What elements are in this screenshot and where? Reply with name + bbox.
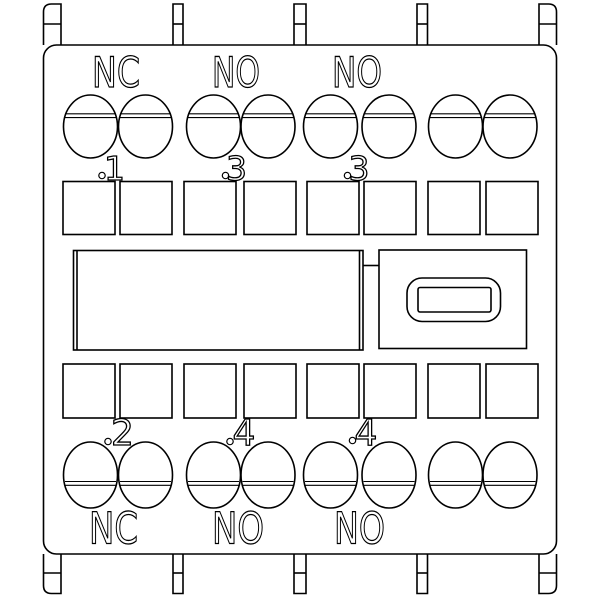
wire-port [62, 363, 116, 419]
terminal-number-top-2: 3 [226, 149, 247, 188]
bottom-wire-port-row [62, 363, 539, 419]
terminal-number-dot [221, 171, 230, 180]
wire-port [183, 363, 237, 419]
label-plate [72, 249, 364, 351]
actuator-panel [378, 249, 528, 350]
screw-terminal [361, 94, 417, 159]
mounting-tab [42, 3, 62, 45]
housing-body [42, 44, 558, 555]
terminal-number-bottom-3: 4 [355, 413, 378, 454]
wire-port [306, 363, 360, 419]
terminal-number-dot [343, 171, 352, 180]
drawing-lettering: NC NO NO 1 3 3 2 4 4 NC NO NO [88, 47, 385, 555]
terminal-number-dot [226, 437, 234, 446]
wire-port [427, 363, 481, 419]
terminal-number-dot [348, 436, 357, 445]
bottom-terminal-numbers: 2 4 4 [110, 412, 378, 454]
contact-label-nc-bottom: NC [89, 504, 138, 555]
wire-port [62, 180, 116, 236]
screw-terminal [302, 441, 359, 509]
screw-terminal [62, 441, 119, 509]
mounting-tab [538, 554, 558, 595]
contact-label-no-top-1: NO [212, 48, 260, 97]
wire-port [363, 363, 417, 419]
mounting-tab [42, 554, 62, 595]
contact-label-no-bottom-1: NO [212, 504, 264, 555]
bottom-screw-terminal-row [62, 441, 538, 509]
top-mounting-tabs [42, 3, 558, 45]
wire-port [119, 363, 173, 419]
drawing-linework [42, 3, 558, 595]
wire-port [363, 180, 417, 236]
center-band [72, 249, 528, 351]
actuator-slot-inner [417, 286, 492, 313]
terminal-number-top-1: 1 [104, 149, 125, 188]
top-terminal-numbers: 1 3 3 [103, 148, 370, 188]
top-contact-labels: NC NO NO [91, 47, 382, 97]
wire-port [243, 180, 297, 236]
wire-port [243, 363, 297, 419]
terminal-number-bottom-1: 2 [111, 413, 134, 454]
wire-port [306, 180, 360, 236]
wire-port [119, 180, 173, 236]
screw-terminal [117, 94, 174, 159]
contact-label-nc-top: NC [92, 48, 140, 97]
mounting-tab [538, 3, 558, 45]
top-wire-port-row [62, 180, 539, 236]
screw-terminal [427, 441, 484, 509]
screw-terminal [482, 441, 538, 509]
terminal-number-bottom-2: 4 [233, 413, 256, 454]
wire-port [183, 180, 237, 236]
actuator-slot-outer [406, 277, 502, 323]
wire-port [427, 180, 481, 236]
contact-label-no-bottom-2: NO [334, 504, 385, 555]
contact-label-no-top-2: NO [332, 48, 382, 97]
terminal-number-top-3: 3 [349, 149, 370, 188]
bottom-mounting-tabs [42, 554, 558, 595]
bottom-contact-labels: NC NO NO [88, 503, 385, 555]
terminal-number-dots [98, 171, 357, 446]
terminal-number-dot [98, 171, 106, 180]
screw-terminal [482, 94, 538, 159]
top-screw-terminal-row [62, 94, 538, 159]
wire-port [485, 180, 539, 236]
screw-terminal [427, 94, 484, 159]
screw-terminal [240, 94, 296, 159]
terminal-number-dot [104, 437, 112, 446]
wire-port [485, 363, 539, 419]
